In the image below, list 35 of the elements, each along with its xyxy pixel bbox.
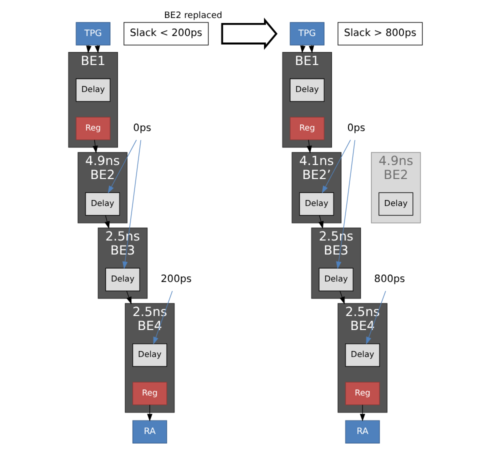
node-box: RA: [132, 420, 168, 444]
arrow: [122, 140, 142, 270]
node-box: Slack < 200ps: [124, 22, 209, 46]
arrow: [306, 140, 312, 154]
node-box: RA: [345, 420, 380, 444]
arrow: [108, 140, 137, 194]
arrow: [126, 290, 132, 304]
node-box: Slack > 800ps: [338, 22, 423, 46]
arrow: [318, 215, 324, 229]
node-box: Delay: [318, 268, 354, 292]
node-text: 0ps: [347, 122, 366, 134]
node-label: BE2 replaced: [164, 10, 222, 21]
node-box: Delay: [105, 268, 140, 292]
node-arrow: [221, 18, 278, 50]
node-box: Delay: [290, 78, 324, 102]
arrow: [322, 140, 351, 194]
node-box: Delay: [76, 78, 110, 102]
arrow: [104, 215, 110, 229]
node-box: Reg: [76, 116, 110, 140]
node-text: 0ps: [133, 122, 152, 134]
arrow: [336, 140, 356, 270]
arrow: [92, 140, 98, 154]
node-box: Delay: [132, 343, 168, 367]
node-box: Delay: [299, 192, 334, 216]
node-box: Reg: [132, 382, 168, 406]
node-box: Delay: [345, 343, 380, 367]
arrow: [360, 404, 366, 422]
node-text: 800ps: [374, 274, 406, 285]
arrow: [340, 290, 345, 304]
node-text: 200ps: [160, 274, 192, 285]
node-box: Reg: [290, 116, 324, 140]
node-box: Delay: [378, 192, 414, 216]
node-box: Reg: [345, 382, 380, 406]
arrow: [147, 404, 152, 422]
node-box: Delay: [85, 192, 120, 216]
